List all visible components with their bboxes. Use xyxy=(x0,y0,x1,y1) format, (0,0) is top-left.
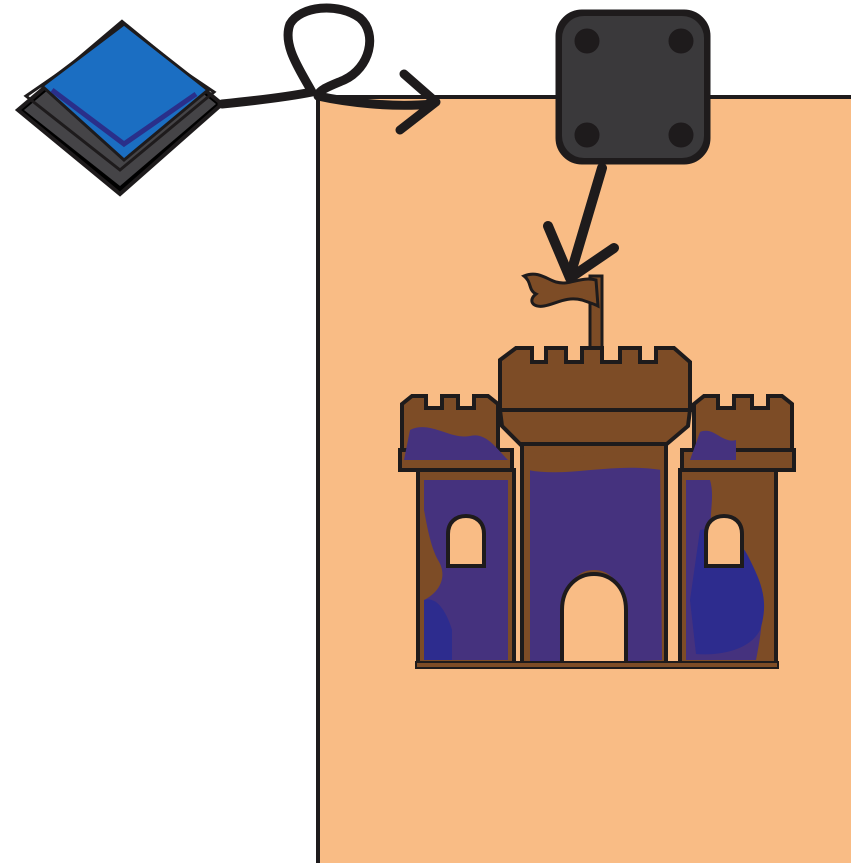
ink-pad-icon xyxy=(18,22,222,194)
stamp-block-icon xyxy=(556,10,710,164)
